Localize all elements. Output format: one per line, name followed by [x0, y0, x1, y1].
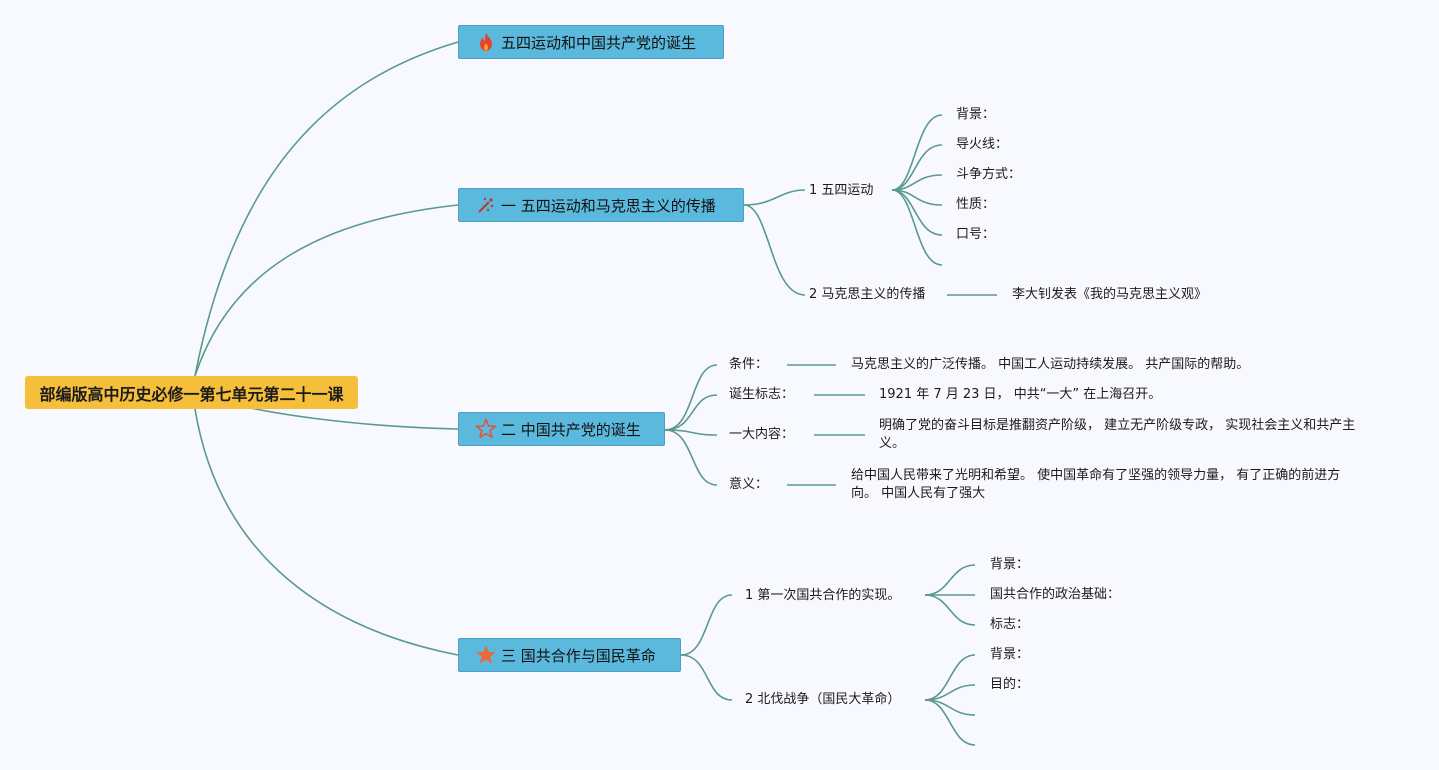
- subtopic-conditions[interactable]: 条件：: [729, 357, 769, 372]
- leaf-trigger[interactable]: 导火线：: [956, 137, 1009, 152]
- connector-topic1-sub1: [743, 189, 806, 206]
- topic-node-overview[interactable]: 五四运动和中国共产党的诞生: [458, 25, 724, 59]
- subtopic-first-congress-content[interactable]: 一大内容：: [729, 427, 795, 442]
- topic-node-may-fourth[interactable]: 一 五四运动和马克思主义的传播: [458, 188, 744, 222]
- connector-root-topic3: [194, 408, 459, 656]
- fire-icon: [475, 31, 497, 53]
- leaf-background[interactable]: 背景：: [956, 107, 996, 122]
- subtopic-may-fourth-movement[interactable]: 1 五四运动: [809, 183, 874, 198]
- connector-root-topic1: [194, 204, 459, 377]
- topic-node-kmt-cpc-cooperation[interactable]: 三 国共合作与国民革命: [458, 638, 681, 672]
- root-label: 部编版高中历史必修一第七单元第二十一课: [39, 384, 344, 404]
- topic-label: 三 国共合作与国民革命: [501, 646, 656, 665]
- leaf-cooperation-marker[interactable]: 标志：: [990, 617, 1030, 632]
- subtopic-significance[interactable]: 意义：: [729, 477, 769, 492]
- root-node[interactable]: 部编版高中历史必修一第七单元第二十一课: [25, 376, 358, 409]
- leaf-significance-detail[interactable]: 给中国人民带来了光明和希望。 使中国革命有了坚强的领导力量， 有了正确的前进方向…: [851, 468, 1341, 501]
- leaf-expedition-background[interactable]: 背景：: [990, 647, 1030, 662]
- subtopic-first-cooperation[interactable]: 1 第一次国共合作的实现。: [745, 588, 901, 603]
- subtopic-northern-expedition[interactable]: 2 北伐战争（国民大革命）: [745, 692, 901, 707]
- leaf-founding-marker-detail[interactable]: 1921 年 7 月 23 日， 中共“一大” 在上海召开。: [879, 387, 1162, 402]
- sparkle-icon: [475, 194, 497, 216]
- leaf-struggle-method[interactable]: 斗争方式：: [956, 167, 1022, 182]
- leaf-cooperation-background[interactable]: 背景：: [990, 557, 1030, 572]
- connector-topic1-sub2: [743, 204, 806, 296]
- subtopic-marxism-spread[interactable]: 2 马克思主义的传播: [809, 287, 926, 302]
- topic-label: 二 中国共产党的诞生: [501, 420, 641, 439]
- topic-node-party-founding[interactable]: 二 中国共产党的诞生: [458, 412, 665, 446]
- connector-root-topic0: [194, 41, 459, 377]
- leaf-nature[interactable]: 性质：: [956, 197, 996, 212]
- leaf-cooperation-political-basis[interactable]: 国共合作的政治基础：: [990, 587, 1121, 602]
- leaf-first-congress-detail[interactable]: 明确了党的奋斗目标是推翻资产阶级， 建立无产阶级专政， 实现社会主义和共产主义。: [879, 418, 1356, 451]
- star-outline-icon: [475, 418, 497, 440]
- topic-label: 五四运动和中国共产党的诞生: [501, 33, 697, 52]
- subtopic-founding-marker[interactable]: 诞生标志：: [729, 387, 795, 402]
- leaf-expedition-purpose[interactable]: 目的：: [990, 677, 1030, 692]
- leaf-li-dazhao[interactable]: 李大钊发表《我的马克思主义观》: [1012, 287, 1208, 302]
- leaf-conditions-detail[interactable]: 马克思主义的广泛传播。 中国工人运动持续发展。 共产国际的帮助。: [851, 357, 1250, 372]
- leaf-slogan[interactable]: 口号：: [956, 227, 996, 242]
- topic-label: 一 五四运动和马克思主义的传播: [501, 196, 716, 215]
- star-filled-icon: [475, 644, 497, 666]
